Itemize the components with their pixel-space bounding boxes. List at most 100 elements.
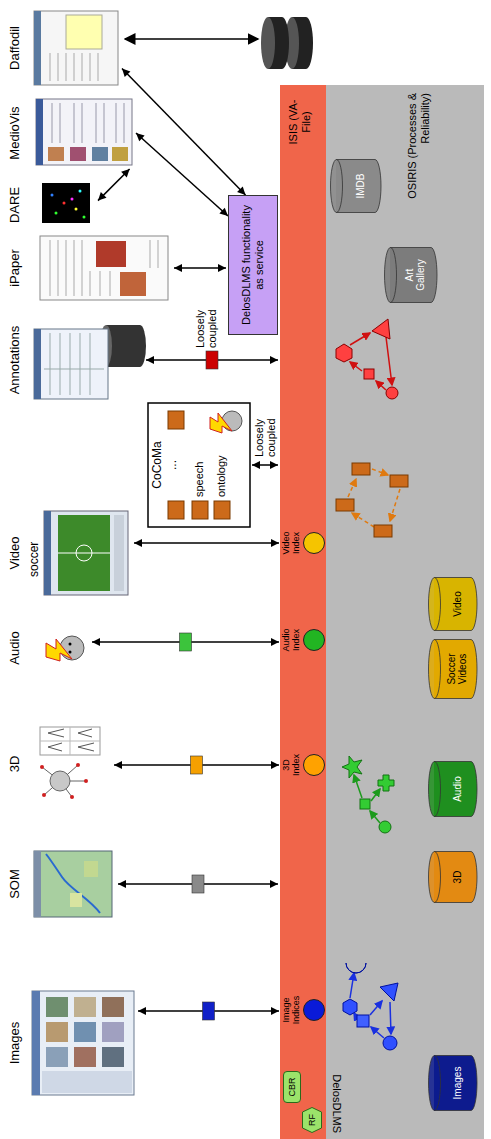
collection-cylinder: Video xyxy=(428,577,478,631)
node-label: Audio xyxy=(452,765,463,813)
connector-marker xyxy=(206,351,218,369)
index-circle-shape xyxy=(303,999,325,1021)
arrow-head xyxy=(138,1007,146,1015)
arrow-head xyxy=(121,169,129,177)
application: MedioVis xyxy=(8,97,136,169)
connector xyxy=(118,875,278,893)
application: Video soccer xyxy=(8,507,132,599)
connector xyxy=(122,69,246,196)
connector xyxy=(98,169,130,201)
index-circle-shape xyxy=(303,532,325,554)
index-circle: Video Index xyxy=(281,518,325,568)
text-slot: ISIS (VA-File) xyxy=(287,89,312,155)
node-label: RF xyxy=(307,1114,317,1126)
application: DARE xyxy=(8,183,98,227)
connector xyxy=(114,756,279,774)
system-name: DelosDLMS xyxy=(330,1074,343,1133)
node-label: ISIS (VA-File) xyxy=(287,89,312,155)
connector xyxy=(134,539,279,547)
connector xyxy=(92,633,279,651)
edge-label: Loosely coupled xyxy=(253,403,278,457)
cocoma-box: CoCoMa... speech ontology xyxy=(148,403,250,527)
node-label: Video xyxy=(452,581,463,627)
arrow-head xyxy=(270,461,278,469)
connector xyxy=(146,351,278,369)
text-slot: DelosDLMS xyxy=(330,1074,343,1133)
service-box: DelosDLMS functionality as service xyxy=(228,195,278,335)
arrow-head xyxy=(271,638,279,646)
index-circle-shape xyxy=(303,629,325,651)
index-label: Image Indices xyxy=(281,993,301,1027)
application: Annotations xyxy=(8,315,144,405)
node-label: SOM xyxy=(8,847,23,921)
node-label: Daffodil xyxy=(8,7,23,89)
node-label: IMDB xyxy=(355,163,366,209)
text-slot: speech xyxy=(193,437,206,497)
index-label: 3D Index xyxy=(281,748,301,782)
arrow-head xyxy=(136,133,145,141)
node-label: ... xyxy=(166,449,180,481)
connector-line xyxy=(98,169,130,201)
cbr-module: CBR xyxy=(283,1071,301,1103)
node-label: Soccer Videos xyxy=(446,643,468,695)
text-slot: ... xyxy=(166,449,180,481)
connector-marker xyxy=(203,1002,215,1020)
connector xyxy=(174,264,226,272)
node-label: DelosDLMS functionality as service xyxy=(240,200,265,330)
collection-cylinder: Images xyxy=(428,1055,478,1111)
node-label: Audio xyxy=(8,619,23,677)
node-label: iPaper xyxy=(8,232,23,304)
node-label: soccer xyxy=(28,527,42,577)
node-label: Art Gallery xyxy=(404,253,426,297)
edge-label: Loosely coupled xyxy=(194,294,219,348)
arrow-head xyxy=(252,461,260,469)
collection-cylinder: 3D xyxy=(428,851,478,903)
arrow-head xyxy=(174,264,182,272)
node-label: speech xyxy=(193,437,206,497)
arrow-head xyxy=(271,1007,279,1015)
node-label: MedioVis xyxy=(8,97,23,169)
arrow-head xyxy=(146,356,154,364)
node-label: OSIRIS (Processes & Reliability) xyxy=(406,93,431,243)
connector-marker xyxy=(191,756,203,774)
index-circle: 3D Index xyxy=(281,740,325,790)
osiris-band: OSIRIS (Processes & Reliability) Images 3D… xyxy=(326,85,484,1139)
collection-cylinder: IMDB xyxy=(330,159,382,213)
application: Images xyxy=(8,987,136,1099)
connector-line xyxy=(134,542,279,544)
text-slot: OSIRIS (Processes & Reliability) xyxy=(406,93,431,243)
node-label: 3D xyxy=(452,855,463,899)
collection-cylinder: Soccer Videos xyxy=(428,639,478,699)
node-label: CBR xyxy=(287,1078,297,1097)
arrow-head xyxy=(270,880,278,888)
connector-marker xyxy=(180,633,192,651)
arrow-head xyxy=(114,761,122,769)
node-label: DARE xyxy=(8,183,23,227)
arrow-head xyxy=(98,192,106,200)
text-slot: CoCoMa xyxy=(151,403,165,527)
arrow-head xyxy=(271,761,279,769)
node-label: 3D xyxy=(8,724,23,804)
application: Daffodil xyxy=(8,7,122,89)
arrow-head xyxy=(118,880,126,888)
node-label: Images xyxy=(452,1059,463,1107)
arrow-head xyxy=(92,638,100,646)
arrow-head xyxy=(219,208,228,216)
connector xyxy=(138,1002,279,1020)
collection-cylinder: Art Gallery xyxy=(384,247,438,303)
node-label: Video xyxy=(8,507,23,599)
index-circle: Image Indices xyxy=(281,985,325,1035)
isis-band: ISIS (VA-File) RF CBR Image Indices 3D Index… xyxy=(280,85,326,1139)
arrow-head xyxy=(271,539,279,547)
connector-marker xyxy=(192,875,204,893)
application: SOM xyxy=(8,847,116,921)
connector-line xyxy=(136,133,228,216)
text-slot: Loosely coupled xyxy=(194,294,219,348)
arrow-head xyxy=(218,264,226,272)
index-circle: Audio Index xyxy=(281,615,325,665)
application: iPaper xyxy=(8,232,172,304)
node-label: ontology xyxy=(215,437,228,497)
node-label: CoCoMa xyxy=(151,403,165,527)
arrow-head xyxy=(134,539,142,547)
